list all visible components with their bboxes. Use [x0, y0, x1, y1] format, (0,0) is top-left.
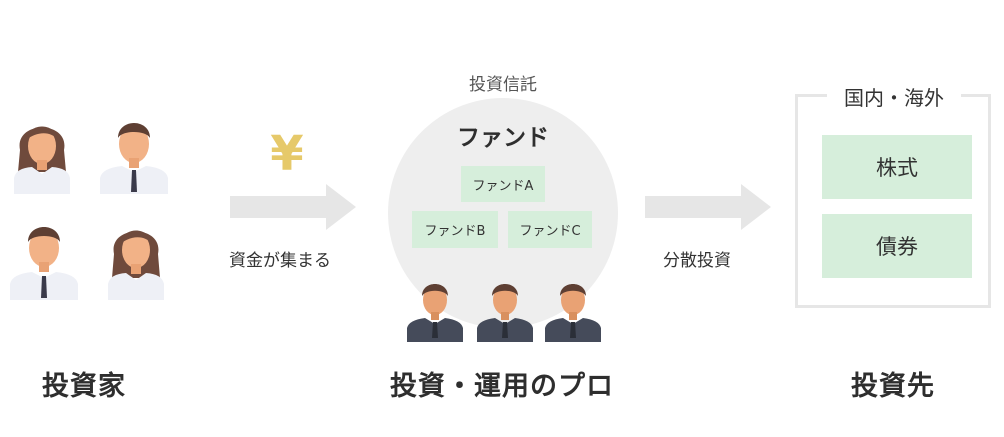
investor-group	[8, 108, 178, 300]
investor-woman-icon	[14, 126, 70, 194]
fund-item-c: ファンドC	[508, 211, 592, 248]
fund-title: ファンド	[457, 125, 549, 151]
destination-label: 投資先	[851, 371, 935, 402]
professional-icon	[477, 284, 533, 342]
yen-symbol: ¥	[270, 126, 304, 182]
professional-icon	[407, 284, 463, 342]
diversification-label: 分散投資	[663, 251, 731, 271]
right-arrow-icon	[230, 184, 356, 230]
fund-caption: 投資信託	[469, 75, 537, 95]
investors-label: 投資家	[42, 371, 126, 402]
professional-group	[405, 278, 605, 342]
investor-man-icon	[10, 227, 78, 300]
investor-man-icon	[100, 123, 168, 194]
asset-stocks: 株式	[822, 135, 972, 199]
right-arrow-icon	[645, 184, 771, 230]
professional-icon	[545, 284, 601, 342]
asset-bonds: 債券	[822, 214, 972, 278]
professionals-label: 投資・運用のプロ	[390, 371, 614, 402]
fund-item-a: ファンドA	[461, 166, 545, 202]
fund-item-b: ファンドB	[412, 211, 498, 248]
money-flow-label: 資金が集まる	[229, 251, 331, 271]
investor-woman-icon	[108, 230, 164, 300]
destination-region: 国内・海外	[827, 82, 961, 111]
